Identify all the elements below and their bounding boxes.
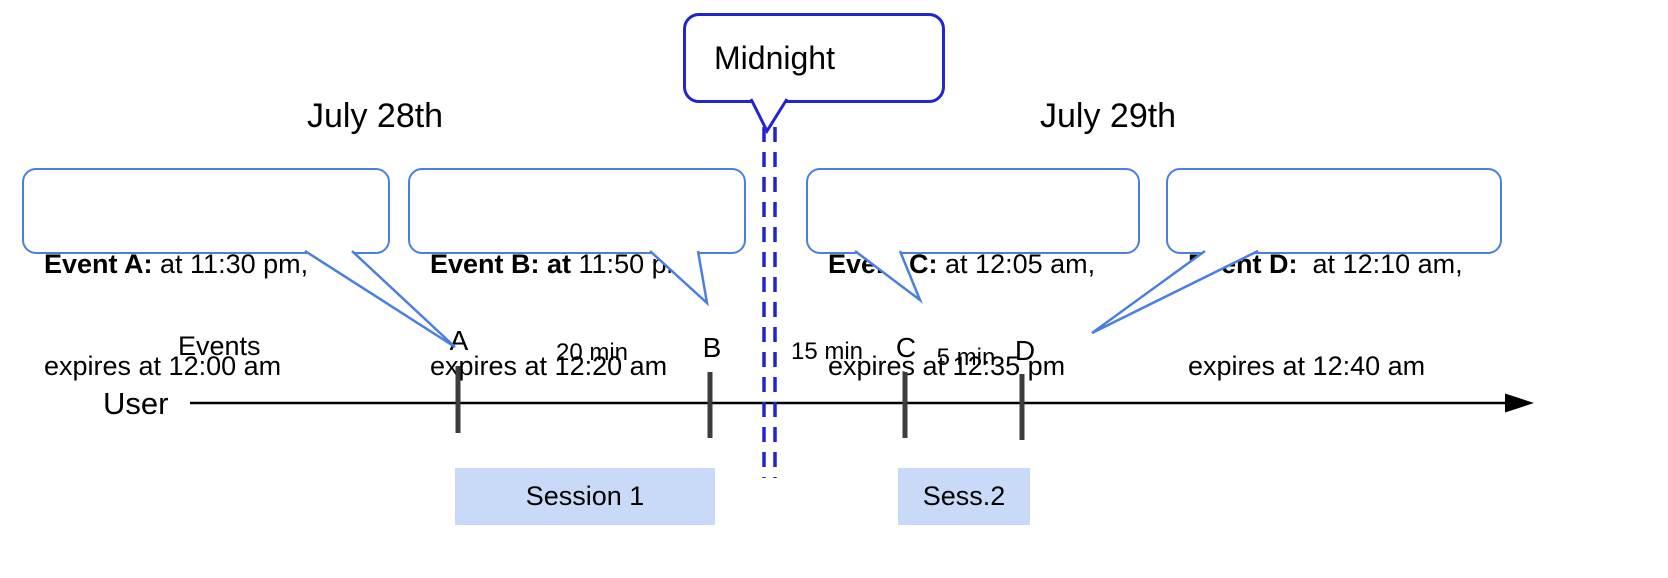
event-b-callout: Event B: at 11:50 pm, expires at 12:20 a…: [408, 168, 746, 381]
gap-label-20min: 20 min: [555, 339, 629, 366]
gap-label-15min: 15 min: [790, 338, 864, 365]
event-c-line1: Event C: at 12:05 am,: [828, 247, 1124, 281]
tick-label-b: B: [702, 332, 722, 363]
timeline-arrowhead: [1505, 393, 1534, 413]
user-axis-label: User: [103, 386, 169, 421]
event-d-time: at 12:10 am,: [1297, 249, 1463, 279]
midnight-label: Midnight: [714, 39, 835, 76]
tick-label-c: C: [895, 332, 917, 363]
tick-label-a: A: [449, 325, 469, 356]
event-c-expiry: expires at 12:35 pm: [828, 351, 1066, 381]
event-c-name: Event C:: [828, 249, 938, 279]
event-b-expiry: expires at 12:20 am: [430, 351, 668, 381]
gap-label-5min: 5 min: [936, 344, 996, 371]
event-d-name: Event D:: [1188, 249, 1298, 279]
midnight-callout-tail: [749, 98, 789, 135]
event-c-time: at 12:05 am,: [937, 249, 1096, 279]
tick-label-d: D: [1014, 335, 1036, 366]
session-2-box: Sess.2: [898, 468, 1030, 525]
event-a-name: Event A:: [44, 249, 153, 279]
session-1-box: Session 1: [455, 468, 715, 525]
event-b-time: 11:50 pm,: [571, 249, 697, 279]
event-a-callout: Event A: at 11:30 pm, expires at 12:00 a…: [22, 168, 390, 381]
midnight-callout: Midnight: [683, 13, 945, 103]
event-d-expiry: expires at 12:40 am: [1188, 351, 1426, 381]
event-c-callout: Event C: at 12:05 am, expires at 12:35 p…: [806, 168, 1140, 381]
date-label-july-28: July 28th: [307, 97, 444, 135]
date-label-july-29: July 29th: [1040, 97, 1177, 135]
event-a-time: at 11:30 pm,: [152, 249, 309, 279]
session-2-label: Sess.2: [922, 481, 1006, 511]
event-d-callout: Event D: at 12:10 am, expires at 12:40 a…: [1166, 168, 1502, 381]
event-a-expiry: expires at 12:00 am: [44, 351, 282, 381]
session-1-label: Session 1: [525, 481, 645, 511]
event-b-line1: Event B: at 11:50 pm,: [430, 247, 730, 281]
events-axis-label: Events: [178, 331, 261, 361]
event-a-line1: Event A: at 11:30 pm,: [44, 247, 374, 281]
event-d-line1: Event D: at 12:10 am,: [1188, 247, 1486, 281]
event-b-name: Event B: at: [430, 249, 572, 279]
